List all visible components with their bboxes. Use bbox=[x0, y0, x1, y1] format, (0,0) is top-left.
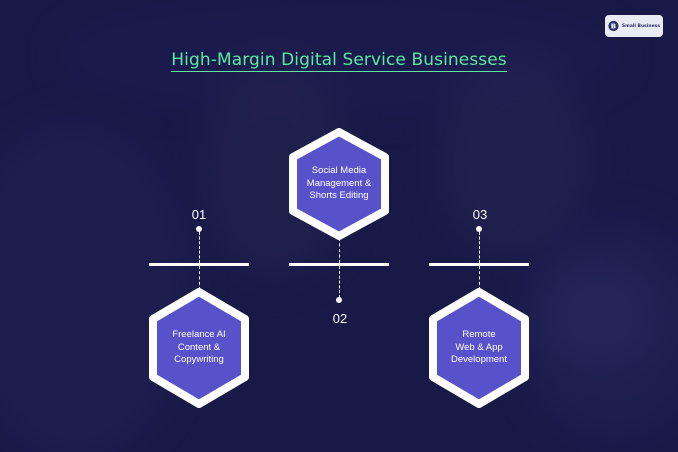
step-number-1: 01 bbox=[191, 207, 207, 222]
step-hexagon-2: Social Media Management & Shorts Editing bbox=[288, 128, 390, 240]
timeline-segment-2 bbox=[289, 263, 389, 266]
step-hexagon-3: Remote Web & App Development bbox=[428, 288, 530, 408]
step-number-3: 03 bbox=[472, 207, 488, 222]
step-label-1: Freelance AI Content & Copywriting bbox=[172, 329, 226, 366]
svg-text:B: B bbox=[611, 21, 616, 30]
logo-text: Small Business bbox=[621, 23, 660, 29]
step-dot-1 bbox=[196, 226, 202, 232]
page-title: High-Margin Digital Service Businesses bbox=[171, 50, 507, 72]
step-connector-top-3 bbox=[479, 232, 480, 263]
step-connector-bottom-3 bbox=[479, 266, 480, 290]
hexagon-shape bbox=[429, 288, 529, 408]
brand-logo: B Small Business bbox=[605, 15, 663, 37]
step-number-2: 02 bbox=[332, 311, 348, 326]
timeline-segment-3 bbox=[429, 263, 529, 266]
hexagon-shape bbox=[289, 128, 389, 240]
step-hexagon-1: Freelance AI Content & Copywriting bbox=[148, 288, 250, 408]
step-connector-bottom-2 bbox=[339, 266, 340, 298]
step-connector-top-1 bbox=[199, 232, 200, 263]
step-label-3: Remote Web & App Development bbox=[451, 329, 507, 366]
step-dot-2 bbox=[336, 297, 342, 303]
hexagon-shape bbox=[149, 288, 249, 408]
step-connector-bottom-1 bbox=[199, 266, 200, 290]
b-logo-icon: B bbox=[608, 20, 619, 32]
step-connector-top-2 bbox=[339, 238, 340, 263]
step-dot-3 bbox=[476, 226, 482, 232]
step-label-2: Social Media Management & Shorts Editing bbox=[306, 165, 372, 202]
timeline-segment-1 bbox=[149, 263, 249, 266]
